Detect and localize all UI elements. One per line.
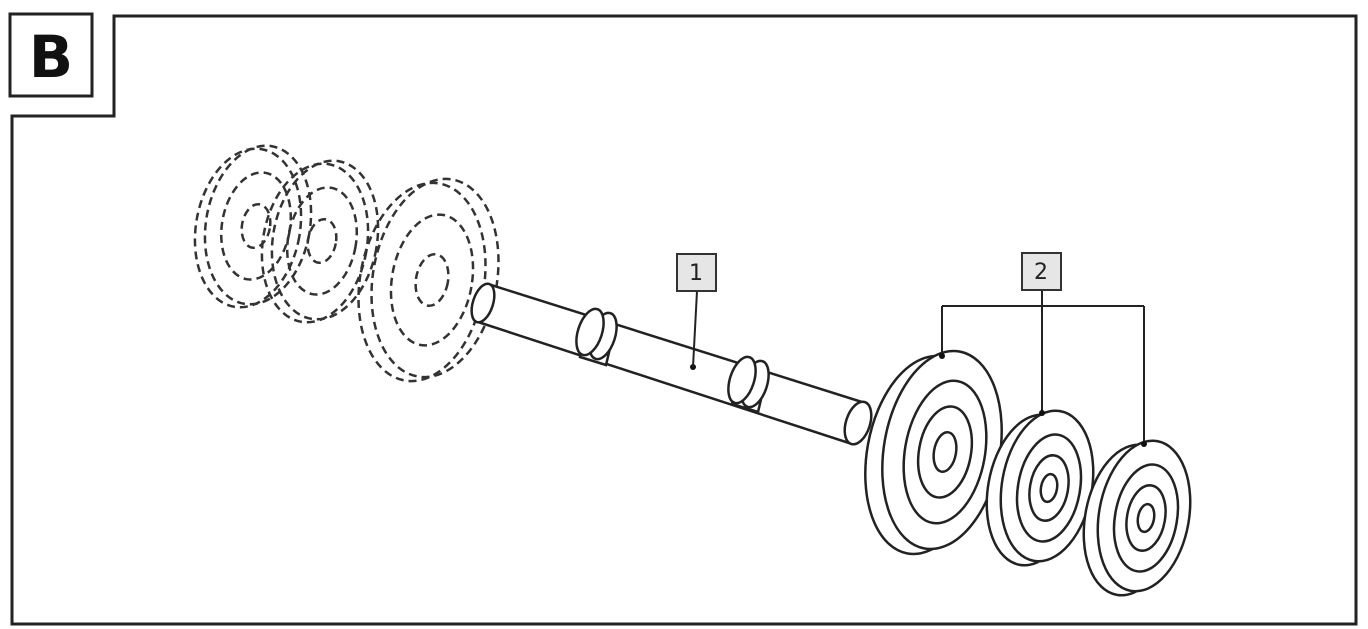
weight-plates-right (864, 349, 1192, 597)
bar-end-right (843, 400, 873, 446)
plate-large (864, 349, 1003, 556)
callout-2-label: 2 (1034, 260, 1048, 285)
callout-2: 2 (939, 252, 1147, 447)
plate-medium (985, 409, 1095, 567)
section-tab: B (8, 12, 94, 98)
section-letter: B (29, 23, 73, 91)
callout-1-box (676, 253, 717, 292)
callout-2-box (1021, 252, 1062, 291)
dashed-plate-small-far (193, 144, 313, 309)
dashed-plate-large (357, 177, 500, 383)
bar-shaft (476, 282, 864, 446)
bar-end-left (470, 282, 496, 324)
callout-1: 1 (676, 253, 717, 368)
plate-small (1082, 439, 1192, 597)
callout-1-label: 1 (689, 261, 703, 286)
collar-right (727, 355, 770, 414)
callout-1-leader (692, 290, 698, 368)
collar-left (575, 307, 618, 367)
dumbbell-bar (470, 282, 873, 446)
section-tab-box (8, 12, 94, 98)
dashed-plates-left (193, 144, 500, 383)
diagram-frame (10, 14, 1358, 626)
